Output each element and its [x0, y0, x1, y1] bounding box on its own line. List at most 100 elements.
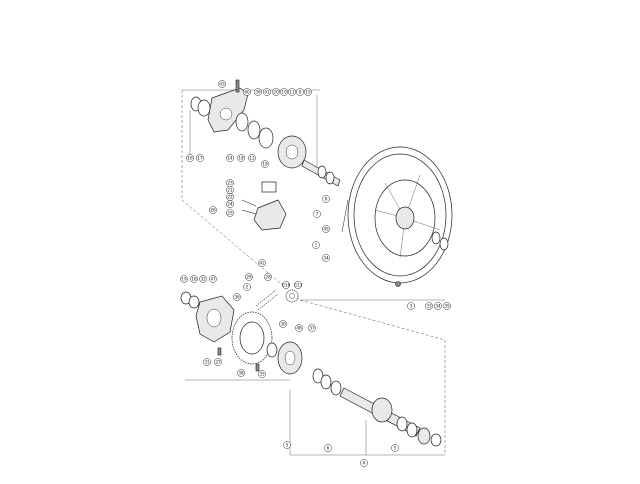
callout-circle — [308, 324, 316, 332]
callout-number: 32 — [200, 277, 206, 282]
carrier-hub — [206, 308, 222, 328]
callout-number: 14 — [227, 156, 233, 161]
callout-circle — [180, 275, 188, 283]
callout-circle — [214, 358, 222, 366]
callout-number: 19 — [262, 162, 268, 167]
brake-caliper — [253, 199, 287, 231]
callout-number: 35 — [259, 372, 265, 377]
callout-number: 38 — [238, 371, 244, 376]
callout-circle — [312, 241, 320, 249]
callout-circle — [324, 444, 332, 452]
callout-number: 45 — [323, 227, 329, 232]
callout-number: 12 — [249, 156, 255, 161]
callout-number: 5 — [394, 446, 397, 451]
callout-number: 1 — [315, 243, 318, 248]
valve-stem — [341, 199, 349, 233]
callout-number: 47 — [210, 277, 216, 282]
callout-number: 31 — [204, 360, 210, 365]
callout-circle — [425, 302, 433, 310]
callout-number: 9 — [299, 90, 302, 95]
callout-circle — [295, 324, 303, 332]
callout-number: 30 — [280, 322, 286, 327]
o-ring — [266, 342, 278, 358]
callout-number: 20 — [273, 90, 279, 95]
callout-circle — [407, 302, 415, 310]
hub-circlip — [439, 237, 449, 251]
callout-circle — [322, 195, 330, 203]
callout-circle — [322, 225, 330, 233]
callout-circle — [283, 441, 291, 449]
callout-number: 42 — [259, 261, 265, 266]
callout-number: 4 — [363, 461, 366, 466]
callout-circle — [258, 370, 266, 378]
callout-circle — [434, 302, 442, 310]
callout-number: G16 — [282, 283, 291, 288]
drive-chain — [255, 289, 279, 311]
callout-circle — [322, 254, 330, 262]
callout-number: 40 — [244, 90, 250, 95]
callout-number: 41 — [264, 90, 270, 95]
callout-number: 6 — [327, 446, 330, 451]
callout-circle — [226, 209, 234, 217]
callout-number: 10 — [281, 90, 287, 95]
bracket-bolt — [235, 79, 240, 93]
lower-assembly — [180, 289, 442, 447]
callout-circle — [263, 88, 271, 96]
bearing-ring — [258, 127, 274, 149]
callout-circle — [186, 154, 194, 162]
callout-number: 18 — [238, 156, 244, 161]
callout-number: 43 — [219, 82, 225, 87]
callout-circle — [203, 358, 211, 366]
hub-seal — [431, 231, 441, 245]
callout-number: 28 — [265, 275, 271, 280]
callout-number: 34 — [323, 256, 329, 261]
axle-spacer — [317, 165, 327, 179]
callout-number: 29 — [246, 275, 252, 280]
callout-circle — [294, 281, 302, 289]
callout-circle — [245, 273, 253, 281]
callout-circle — [391, 444, 399, 452]
callout-number: 21 — [227, 188, 233, 193]
seal-left — [235, 112, 249, 132]
callout-number: 16 — [187, 156, 193, 161]
bracket-hole — [219, 107, 233, 121]
callout-number: 34 — [435, 304, 441, 309]
callout-circle — [288, 88, 296, 96]
callout-circle — [443, 302, 451, 310]
callout-circle — [279, 320, 287, 328]
callout-circle — [237, 369, 245, 377]
callout-number: 8 — [325, 197, 328, 202]
callout-circle — [296, 88, 304, 96]
callout-circle — [254, 88, 262, 96]
callout-circle — [209, 206, 217, 214]
disc-hub — [285, 144, 299, 160]
callout-number: 7 — [316, 212, 319, 217]
callout-number: 23 — [227, 181, 233, 186]
callout-number: 22 — [227, 195, 233, 200]
callout-number: 39 — [255, 90, 261, 95]
callout-number: 37 — [309, 326, 315, 331]
callout-number: 19 — [181, 277, 187, 282]
callout-circle — [233, 293, 241, 301]
callout-circle — [218, 80, 226, 88]
callout-circle — [243, 88, 251, 96]
axle-collar — [325, 171, 335, 185]
callout-number: 24 — [227, 202, 233, 207]
spacer-ring — [197, 99, 211, 117]
callout-number: 26 — [210, 208, 216, 213]
callout-circle — [360, 459, 368, 467]
callout-circle — [264, 273, 272, 281]
callout-circle — [248, 154, 256, 162]
callout-circle — [313, 210, 321, 218]
callout-circle — [243, 283, 251, 291]
callout-number: 2 — [246, 285, 249, 290]
callout-circle — [190, 275, 198, 283]
callout-number: 17 — [197, 156, 203, 161]
callout-circle — [282, 281, 290, 289]
callout-circle — [261, 160, 269, 168]
callout-circle — [209, 275, 217, 283]
callout-number: 33 — [426, 304, 432, 309]
